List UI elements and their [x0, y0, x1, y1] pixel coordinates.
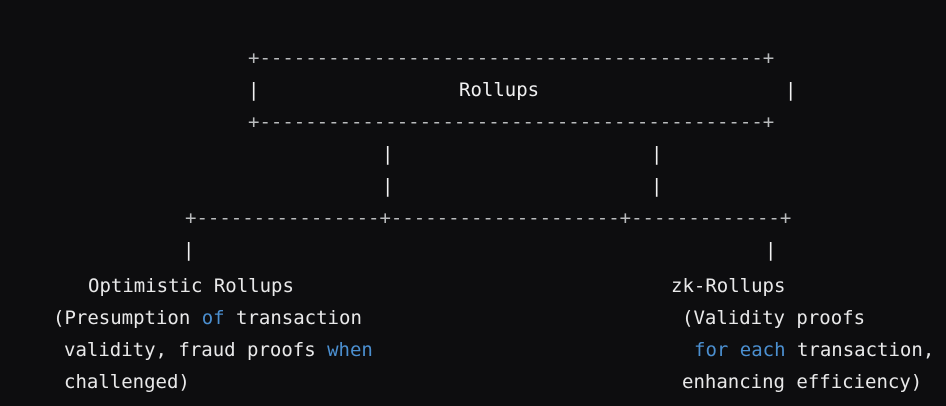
stem-left-upper: |	[382, 143, 394, 165]
text-token: validity, fraud proofs	[64, 339, 328, 361]
root-box-title: Rollups	[459, 79, 540, 101]
stem-right-lower: |	[651, 175, 663, 197]
root-box-right-wall: |	[785, 79, 797, 101]
branch-line-optimistic-2: validity, fraud proofs when	[64, 334, 373, 366]
keyword-token: each	[739, 339, 786, 361]
branch-line-zk-2: for each transaction,	[694, 334, 934, 366]
branch-connector-bar: +----------------+--------------------+-…	[185, 207, 792, 229]
text-token: transaction	[224, 307, 362, 329]
text-token: enhancing efficiency)	[682, 371, 923, 393]
text-token: (Presumption	[53, 307, 202, 329]
root-box-top-border: +---------------------------------------…	[248, 47, 775, 69]
text-token	[728, 339, 739, 361]
branch-drop-right: |	[765, 239, 777, 261]
keyword-token: for	[694, 339, 729, 361]
branch-heading-optimistic-rollups: Optimistic Rollups	[88, 275, 294, 297]
text-token: transaction,	[785, 339, 935, 361]
branch-heading-zk-rollups: zk-Rollups	[671, 275, 786, 297]
branch-line-optimistic-1: (Presumption of transaction	[53, 302, 362, 334]
stem-right-upper: |	[651, 143, 663, 165]
text-token: challenged)	[64, 371, 190, 393]
text-token: (Validity proofs	[682, 307, 866, 329]
branch-line-zk-3: enhancing efficiency)	[682, 366, 922, 398]
branch-line-zk-1: (Validity proofs	[682, 302, 865, 334]
root-box-left-wall: |	[248, 79, 260, 101]
root-box-bottom-border: +---------------------------------------…	[248, 111, 775, 133]
keyword-token: when	[327, 339, 373, 361]
branch-line-optimistic-3: challenged)	[64, 366, 190, 398]
branch-drop-left: |	[183, 239, 195, 261]
keyword-token: of	[201, 307, 225, 329]
stem-left-lower: |	[382, 175, 394, 197]
